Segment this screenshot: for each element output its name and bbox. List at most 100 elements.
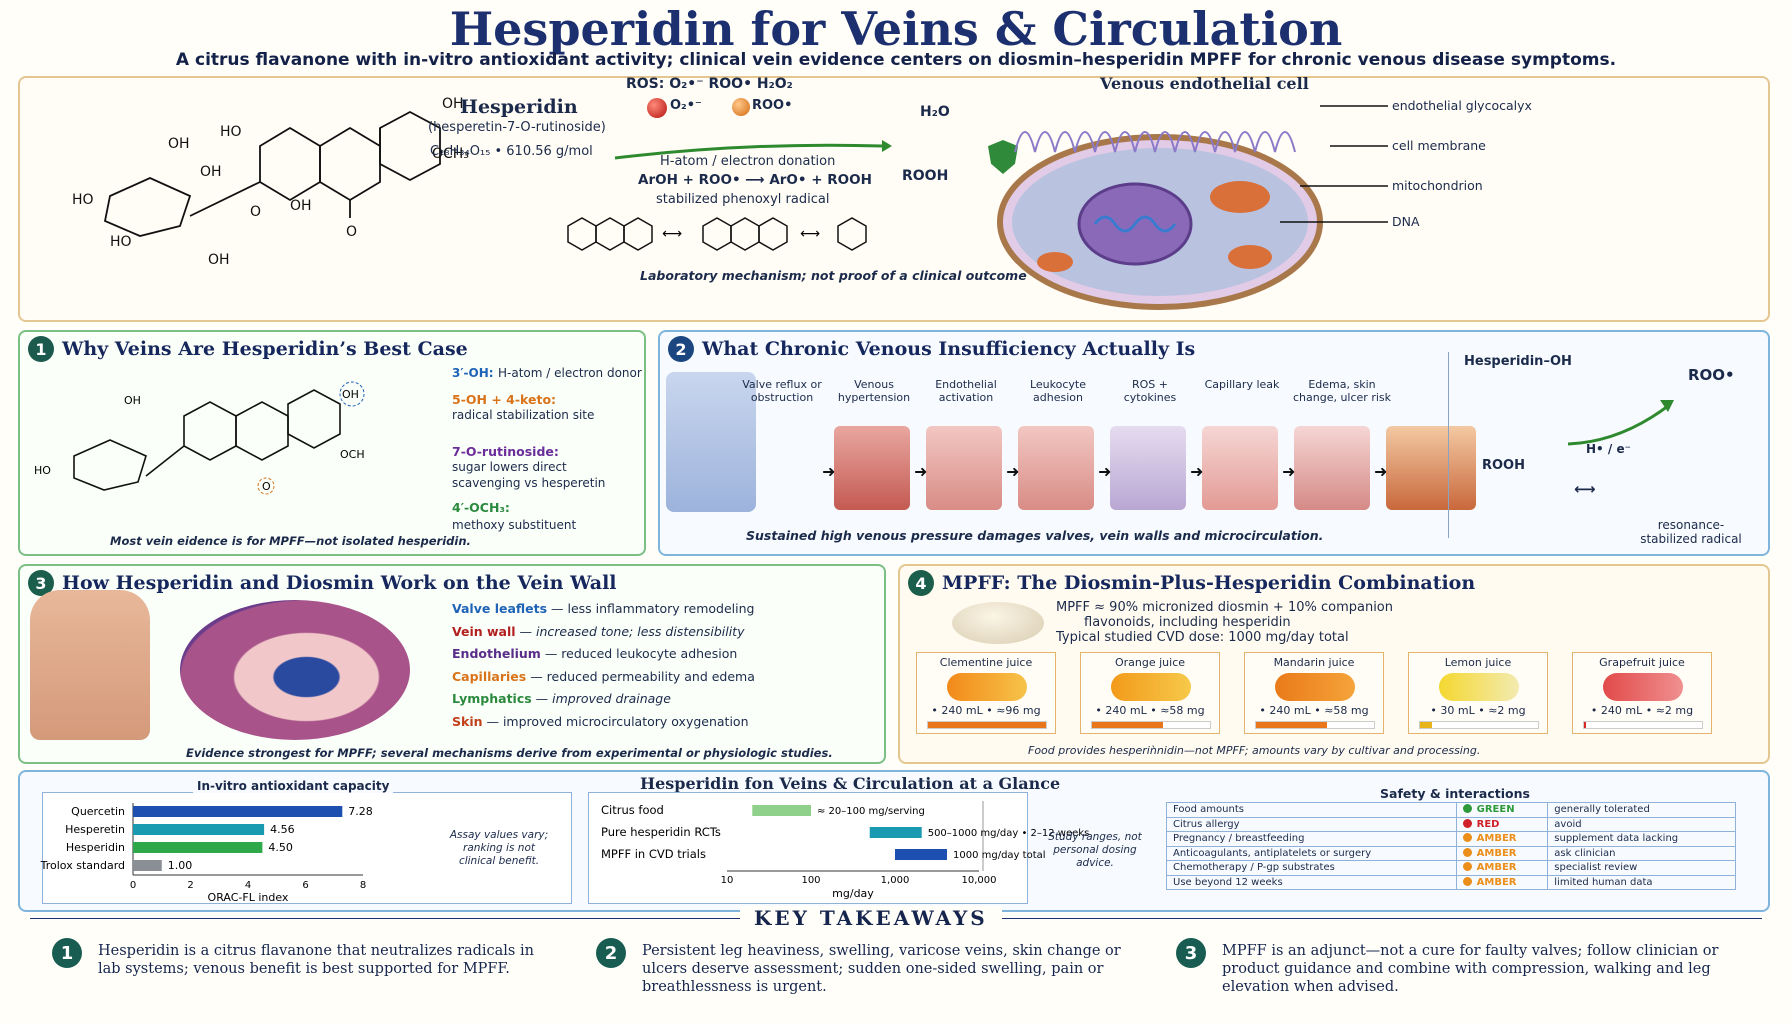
safety-level: AMBER	[1455, 860, 1549, 876]
chain-arrow-icon: ➜	[1006, 462, 1020, 481]
mpff-tablet-icon	[952, 602, 1044, 644]
cvi-pathway-chain: Valve reflux or obstruction Venous hyper…	[740, 378, 1744, 518]
safety-level: GREEN	[1455, 802, 1549, 818]
orange-icon	[1111, 673, 1191, 701]
annotation-rutinoside-text1: sugar lowers direct	[452, 460, 567, 474]
annotation-5-oh-text: radical stabilization site	[452, 408, 595, 422]
svg-text:HO: HO	[220, 124, 242, 140]
mechanism-equation: ArOH + ROO• ⟶ ArO• + ROOH	[638, 172, 872, 188]
panel-2-footnote: Sustained high venous pressure damages v…	[746, 528, 1324, 543]
ros-peroxyl: ROO•	[752, 98, 793, 113]
svg-text:OH: OH	[290, 198, 312, 214]
annotation-rutinoside-text2: scavenging vs hesperetin	[452, 476, 606, 490]
cell-label-glycocalyx: endothelial glycocalyx	[1392, 98, 1532, 113]
panel-3-title: How Hesperidin and Diosmin Work on the V…	[62, 572, 617, 594]
juice-bar	[1255, 721, 1375, 729]
juice-bar	[1091, 721, 1211, 729]
safety-item: Citrus allergy	[1166, 816, 1457, 832]
peroxyl-molecule-icon	[732, 98, 750, 116]
cell-label-mitochondrion: mitochondrion	[1392, 178, 1483, 193]
effect-endothelium: Endothelium — reduced leukocyte adhesion	[452, 646, 738, 661]
safety-item: Food amounts	[1166, 802, 1457, 818]
panel-4-title: MPFF: The Diosmin-Plus-Hesperidin Combin…	[942, 572, 1476, 594]
juice-bar	[927, 721, 1047, 729]
annotation-3-oh-text: H-atom / electron donor	[498, 366, 642, 380]
annotation-och3-text: methoxy substituent	[452, 518, 577, 532]
mechanism-line3: stabilized phenoxyl radical	[656, 192, 830, 207]
orac-tick-label: 8	[360, 880, 366, 891]
chain-step-1: Valve reflux or obstruction	[742, 378, 822, 404]
safety-level: RED	[1455, 816, 1549, 832]
orac-title: In-vitro antioxidant capacity	[193, 779, 394, 793]
orac-x-axis-label: ORAC-FL index	[208, 891, 289, 904]
svg-text:OH: OH	[342, 388, 359, 401]
panel-2-divider	[1448, 352, 1449, 538]
annotation-rutinoside-label: 7-O-rutinoside:	[452, 444, 559, 459]
dose-bar	[752, 805, 811, 816]
svg-text:O: O	[250, 204, 261, 220]
svg-text:OH: OH	[208, 252, 230, 268]
juice-card-grapefruit: Grapefruit juice• 240 mL • ≈2 mg	[1572, 652, 1712, 734]
takeaways-title: KEY TAKEAWAYS	[740, 906, 1002, 930]
cell-title: Venous endothelial cell	[1100, 74, 1309, 93]
chain-step-4: Leukocyte adhesion	[1029, 378, 1087, 404]
mpff-line1: MPFF ≈ 90% micronized diosmin + 10% comp…	[1056, 600, 1394, 615]
orac-bar	[133, 860, 162, 871]
dose-tick-label: 100	[801, 875, 820, 886]
cell-label-membrane: cell membrane	[1392, 138, 1486, 153]
panel-3-footnote: Evidence strongest for MPFF; several mec…	[186, 746, 833, 760]
mandarin-icon	[1275, 673, 1355, 701]
safety-level: AMBER	[1455, 831, 1549, 847]
orac-bar	[133, 842, 263, 853]
takeaway-1-number: 1	[52, 938, 82, 968]
orac-value-label: 4.56	[270, 823, 295, 836]
at-a-glance-panel: Hesperidin fon Veins & Circulation at a …	[18, 770, 1770, 912]
juice-bar	[1419, 721, 1539, 729]
skin-ulcer-image	[1386, 426, 1476, 510]
orac-bar	[133, 824, 265, 835]
status-dot-icon	[1462, 876, 1472, 886]
orac-tick-label: 2	[187, 880, 193, 891]
vein-valve-illustration	[666, 372, 756, 512]
safety-note: ask clinician	[1547, 845, 1736, 861]
safety-note: limited human data	[1547, 874, 1736, 890]
safety-note: generally tolerated	[1547, 802, 1736, 818]
safety-note: specialist review	[1547, 860, 1736, 876]
capillary-leak-image	[1294, 426, 1370, 510]
chain-step-3: Endothelial activation	[935, 378, 997, 404]
chain-arrow-icon: ➜	[822, 462, 836, 481]
annotation-3-oh-label: 3′-OH:	[452, 366, 494, 380]
svg-text:OCH₃: OCH₃	[432, 146, 469, 162]
safety-row: Anticoagulants, antiplatelets or surgery…	[1166, 845, 1736, 861]
svg-text:O: O	[262, 480, 271, 493]
grapefruit-icon	[1603, 673, 1683, 701]
juice-card-clementine: Clementine juice• 240 mL • ≈96 mg	[916, 652, 1056, 734]
annotation-5-oh-label: 5-OH + 4-keto:	[452, 392, 557, 407]
orac-tick-label: 6	[302, 880, 308, 891]
dose-category-label: Pure hesperidin RCTs	[601, 825, 721, 839]
ros-cytokines-image	[1202, 426, 1278, 510]
dose-tick-label: 10	[721, 875, 734, 886]
leg-illustration	[30, 590, 150, 740]
takeaway-1-text: Hesperidin is a citrus flavanone that ne…	[98, 943, 534, 977]
panel-4-number: 4	[908, 570, 934, 596]
orac-value-label: 7.28	[348, 805, 373, 818]
side-equilibrium-arrow-icon: ⟷	[1574, 480, 1596, 498]
dose-category-label: Citrus food	[601, 803, 664, 817]
svg-text:OH: OH	[200, 164, 222, 180]
side-h-e-label: H• / e⁻	[1586, 442, 1631, 456]
dose-tick-label: 1,000	[881, 875, 910, 886]
rooh-label: ROOH	[902, 168, 949, 184]
safety-note: supplement data lacking	[1547, 831, 1736, 847]
vein-segment-image	[834, 426, 910, 510]
panel-1-footnote: Most vein eidence is for MPFF—not isolat…	[110, 534, 471, 548]
takeaway-2-text: Persistent leg heaviness, swelling, vari…	[642, 943, 1121, 995]
cell-label-leader-lines	[1280, 105, 1388, 223]
lemon-icon	[1439, 673, 1519, 701]
effect-lymphatics: Lymphatics — improved drainage	[452, 691, 671, 706]
